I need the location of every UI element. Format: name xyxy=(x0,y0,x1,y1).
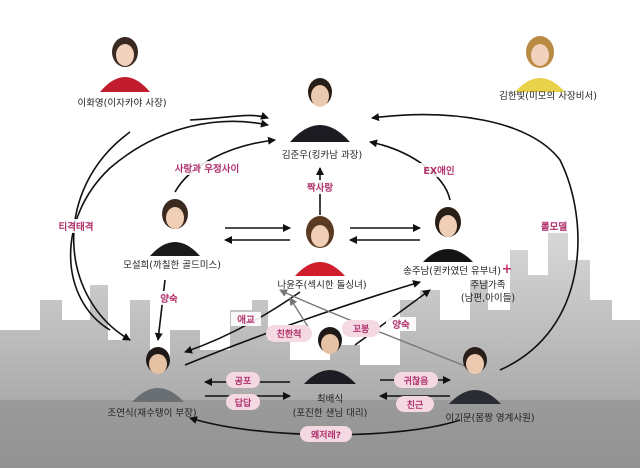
pill-sibling: 친한척 xyxy=(266,325,312,342)
name-seolhee: 모설희(까칠한 골드미스) xyxy=(123,260,221,271)
relation-role-model: 롤모델 xyxy=(541,221,567,233)
relation-love-friend: 사랑과 우정사이 xyxy=(175,163,240,175)
arrow-gimun-junwoo xyxy=(371,113,579,371)
name-junwoo: 김준우(킹카남 과장) xyxy=(282,149,362,161)
relation-annoying: 귀찮음 xyxy=(404,375,429,387)
arrow-yunju-yeonsik xyxy=(184,291,301,354)
pill-kkobong: 꼬봉 xyxy=(342,320,380,337)
arrow-yeonsik-junwoo xyxy=(69,119,269,331)
name-baesik: 최배식 xyxy=(317,394,343,405)
relation-fear: 공포 xyxy=(235,376,252,387)
plus-sign: + xyxy=(502,262,513,277)
label-bg-aegyo xyxy=(231,312,261,326)
relation-quarrel: 티격태격 xyxy=(59,221,94,233)
arrow-seolhee-junwoo xyxy=(174,136,276,193)
portrait-baesik xyxy=(304,327,356,384)
portrait-junam xyxy=(423,207,473,262)
arrow-hwayoung-junwoo xyxy=(189,111,269,121)
name-hanbit: 김한빛(미모의 사장비서) xyxy=(499,90,597,102)
portrait-yeonsik xyxy=(132,347,184,402)
relation-crush: 짝사랑 xyxy=(307,182,333,194)
arrow-yeonsik-junam xyxy=(184,280,421,366)
label-bg-role-model xyxy=(534,219,574,233)
name-junam-family-detail: (남편,아이들) xyxy=(461,292,515,304)
portrait-seolhee xyxy=(150,199,200,256)
relation-ex-lover: EX애인 xyxy=(423,165,454,177)
portrait-hwayoung xyxy=(100,37,150,92)
relation-kkobong: 꼬봉 xyxy=(353,324,370,335)
label-bg-fawn-2 xyxy=(386,317,416,331)
arrow-baesik-yunju xyxy=(289,297,311,331)
name-yeonsik: 조연식(재수탱이 부장) xyxy=(107,408,196,419)
name-gimun: 이기문(몸짱 영계사원) xyxy=(445,412,534,424)
relation-why: 왜저래? xyxy=(311,429,341,441)
relation-fawn-2: 양숙 xyxy=(392,319,410,331)
pill-close: 친근 xyxy=(396,396,434,412)
pill-frustration: 답답 xyxy=(226,394,260,410)
relation-sibling: 친한척 xyxy=(277,328,302,340)
pill-fear: 공포 xyxy=(226,372,260,388)
label-bg-crush xyxy=(302,180,338,194)
name-junam: 송주남(퀸카였던 유부녀) xyxy=(403,265,501,277)
relation-aegyo: 애교 xyxy=(237,314,255,326)
label-bg-ex-lover xyxy=(418,163,460,177)
label-bg-love-friend xyxy=(168,161,248,175)
relation-fawn-1: 양숙 xyxy=(160,293,178,305)
arrow-seolhee-yeonsik xyxy=(154,279,166,341)
portrait-junwoo xyxy=(290,78,350,142)
label-bg-quarrel xyxy=(52,219,100,233)
pill-why: 왜저래? xyxy=(300,426,352,442)
label-bg-fawn-1 xyxy=(154,291,184,305)
name-junam-family: 주남가족 xyxy=(471,280,506,291)
relation-frustration: 답답 xyxy=(235,397,252,409)
relation-close: 친근 xyxy=(407,399,424,411)
name-baesik-detail: (포진한 샌님 대리) xyxy=(293,408,368,419)
name-hwayoung: 이화영(이자카야 사장) xyxy=(77,98,166,109)
portrait-gimun xyxy=(449,347,501,404)
portrait-hanbit xyxy=(515,36,565,92)
portrait-yunju xyxy=(295,216,345,276)
arrow-hwayoung-yeonsik xyxy=(72,131,131,341)
name-yunju: 나윤주(섹시한 돌싱녀) xyxy=(277,280,366,291)
pill-annoying: 귀찮음 xyxy=(394,372,438,388)
